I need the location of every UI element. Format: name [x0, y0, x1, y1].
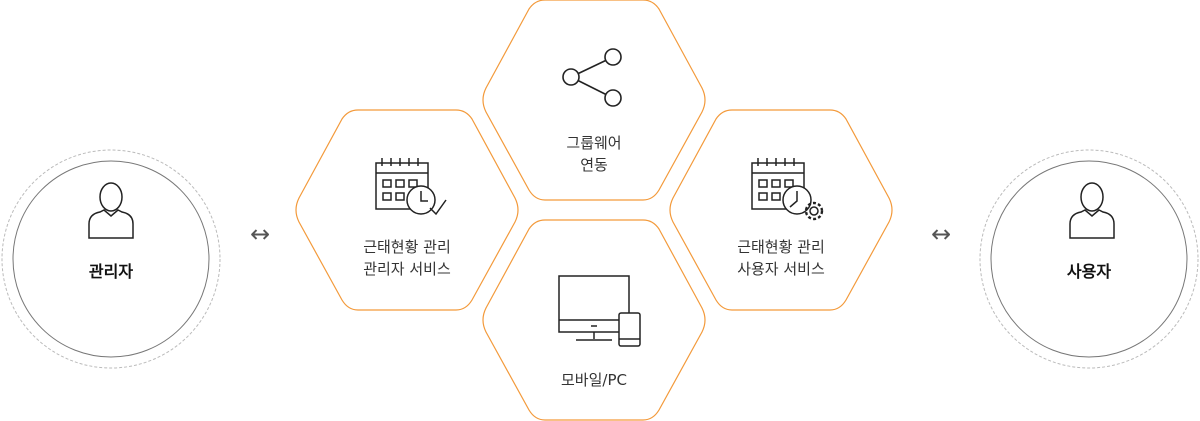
hex-attendance-user-line2: 사용자 서비스	[737, 260, 825, 278]
person-icon	[1069, 182, 1115, 239]
user-inner-ring	[990, 160, 1188, 358]
hex-groupware	[482, 0, 706, 201]
share-icon	[562, 48, 622, 107]
user-label: 사용자	[1066, 262, 1112, 281]
hex-attendance-admin-label: 근태현황 관리 관리자 서비스	[347, 236, 467, 280]
hex-attendance-user-line1: 근태현황 관리	[737, 238, 825, 256]
bidirectional-arrow-left: ↔	[249, 220, 271, 248]
bidirectional-arrow-right: ↔	[930, 220, 952, 248]
admin-label: 관리자	[88, 262, 134, 281]
hex-attendance-admin-line2: 관리자 서비스	[363, 260, 451, 278]
monitor-mobile-icon	[558, 275, 641, 347]
hex-groupware-line1: 그룹웨어	[566, 134, 622, 152]
hex-attendance-admin-line1: 근태현황 관리	[363, 238, 451, 256]
hex-groupware-label: 그룹웨어 연동	[534, 132, 654, 176]
hex-attendance-user	[669, 109, 893, 311]
admin-outer-ring	[1, 149, 221, 369]
hex-attendance-admin	[295, 109, 519, 311]
hex-attendance-user-label: 근태현황 관리 사용자 서비스	[721, 236, 841, 280]
user-node	[979, 149, 1199, 369]
hex-mobile-pc-line1: 모바일/PC	[561, 371, 627, 389]
hex-mobile-pc	[482, 219, 706, 421]
calendar-clock-check-icon	[375, 158, 447, 216]
user-outer-ring	[979, 149, 1199, 369]
hex-mobile-pc-label: 모바일/PC	[534, 369, 654, 391]
calendar-clock-gear-icon	[751, 158, 824, 221]
hex-groupware-line2: 연동	[580, 156, 608, 174]
person-icon	[88, 182, 134, 239]
admin-inner-ring	[12, 160, 210, 358]
admin-node	[1, 149, 221, 369]
